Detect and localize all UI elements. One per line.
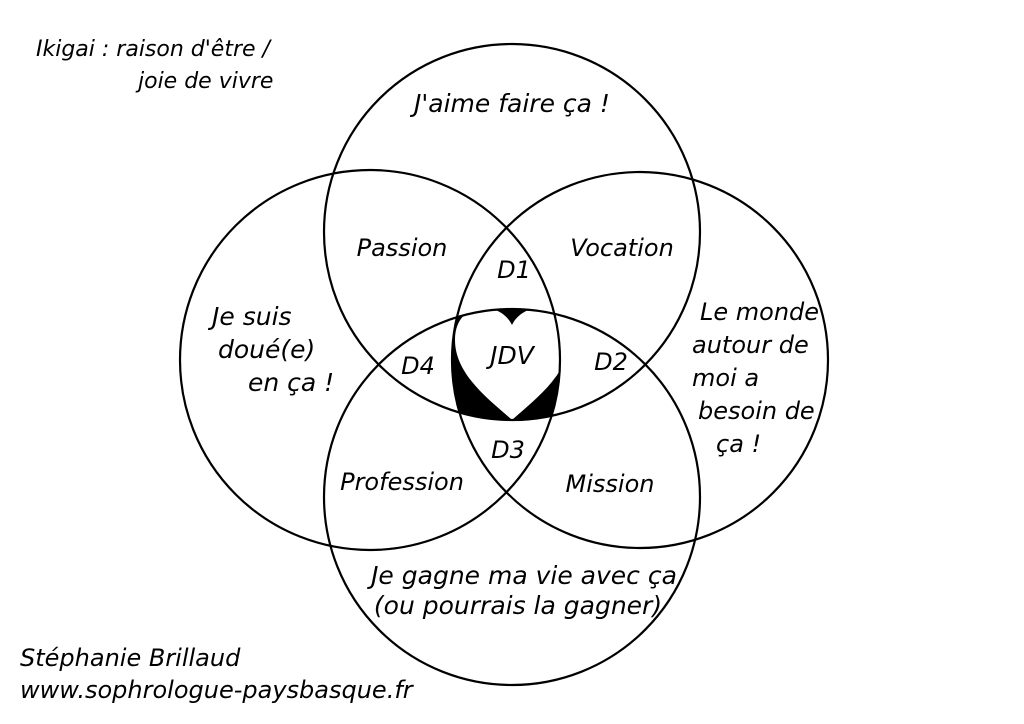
- circle-bottom: [322, 307, 702, 687]
- circle-right-label-line-4: besoin de: [698, 397, 815, 425]
- triple-d2-label: D2: [594, 348, 628, 376]
- triple-d3-label: D3: [491, 436, 525, 464]
- overlap-vocation-label: Vocation: [570, 234, 674, 262]
- circle-bottom-label-line-1: Je gagne ma vie avec ça: [366, 561, 677, 590]
- heart-icon: [455, 307, 569, 420]
- circle-bottom-label-line-2: (ou pourrais la gagner): [374, 591, 662, 620]
- credit-author: Stéphanie Brillaud: [20, 644, 241, 672]
- circle-right-label-line-3: moi a: [692, 364, 759, 392]
- circle-left-label-line-3: en ça !: [248, 368, 334, 397]
- center-jdv-label: JDV: [485, 341, 536, 370]
- title-line-2: joie de vivre: [135, 69, 273, 94]
- circle-top-label: J'aime faire ça !: [409, 89, 610, 118]
- overlap-profession-label: Profession: [340, 468, 464, 496]
- circle-left: [178, 168, 562, 552]
- overlap-mission-label: Mission: [566, 470, 655, 498]
- circle-left-label-line-2: doué(e): [218, 335, 315, 364]
- triple-d1-label: D1: [497, 256, 531, 284]
- triple-d4-label: D4: [401, 352, 435, 380]
- circle-right: [450, 170, 830, 550]
- circle-right-label-line-1: Le monde: [700, 298, 819, 326]
- overlap-passion-label: Passion: [357, 234, 448, 262]
- circle-right-label-line-2: autour de: [692, 331, 809, 359]
- credit-website: www.sophrologue-paysbasque.fr: [20, 676, 415, 704]
- circle-left-label-line-1: Je suis: [207, 302, 292, 331]
- circle-right-label-line-5: ça !: [716, 430, 761, 458]
- title-line-1: Ikigai : raison d'être /: [36, 37, 273, 62]
- circle-top: [322, 42, 702, 422]
